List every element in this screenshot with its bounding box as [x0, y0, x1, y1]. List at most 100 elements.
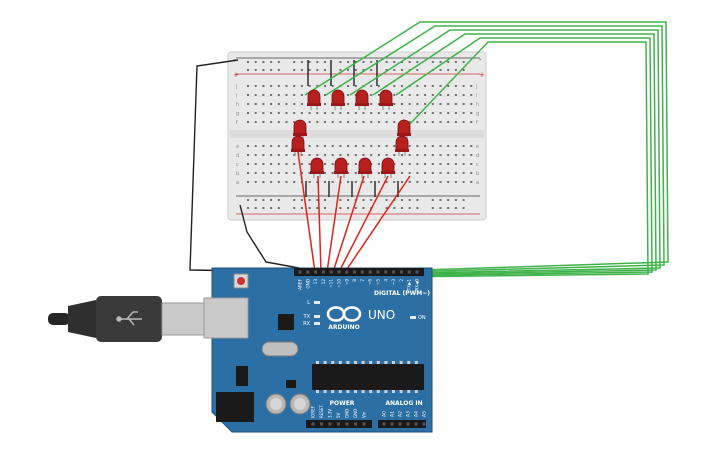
rail-hole[interactable]	[362, 199, 365, 201]
terminal-hole[interactable]	[454, 145, 457, 147]
digital-pin-socket[interactable]	[306, 270, 310, 274]
rail-hole[interactable]	[385, 69, 388, 71]
terminal-hole[interactable]	[439, 121, 442, 123]
rail-hole[interactable]	[431, 199, 434, 201]
terminal-hole[interactable]	[254, 181, 257, 183]
terminal-hole[interactable]	[362, 145, 365, 147]
digital-pin-socket[interactable]	[415, 270, 419, 274]
terminal-hole[interactable]	[424, 112, 427, 114]
terminal-hole[interactable]	[285, 163, 288, 165]
analog-pin-socket[interactable]	[422, 422, 426, 426]
terminal-hole[interactable]	[439, 85, 442, 87]
terminal-hole[interactable]	[431, 145, 434, 147]
terminal-hole[interactable]	[462, 94, 465, 96]
terminal-hole[interactable]	[370, 112, 373, 114]
terminal-hole[interactable]	[262, 181, 265, 183]
terminal-hole[interactable]	[354, 121, 357, 123]
rail-hole[interactable]	[454, 199, 457, 201]
digital-pin-sockets[interactable]	[298, 270, 419, 274]
terminal-hole[interactable]	[416, 112, 419, 114]
rail-hole[interactable]	[254, 61, 257, 63]
power-pin-socket[interactable]	[362, 422, 366, 426]
terminal-hole[interactable]	[293, 94, 296, 96]
analog-pin-header[interactable]	[378, 420, 426, 428]
terminal-hole[interactable]	[247, 145, 249, 147]
terminal-hole[interactable]	[339, 121, 342, 123]
terminal-hole[interactable]	[300, 154, 303, 156]
rail-hole[interactable]	[316, 69, 319, 71]
terminal-hole[interactable]	[262, 103, 265, 105]
terminal-hole[interactable]	[308, 121, 311, 123]
terminal-hole[interactable]	[439, 163, 442, 165]
terminal-hole[interactable]	[354, 181, 357, 183]
terminal-hole[interactable]	[377, 94, 380, 96]
terminal-hole[interactable]	[316, 112, 319, 114]
terminal-hole[interactable]	[401, 172, 403, 174]
rail-hole[interactable]	[393, 61, 396, 63]
terminal-hole[interactable]	[324, 103, 326, 105]
rail-hole[interactable]	[254, 199, 257, 201]
terminal-hole[interactable]	[270, 154, 273, 156]
rail-hole[interactable]	[339, 207, 342, 209]
terminal-hole[interactable]	[454, 154, 457, 156]
terminal-hole[interactable]	[424, 172, 427, 174]
rail-hole[interactable]	[347, 207, 350, 209]
rail-hole[interactable]	[270, 207, 273, 209]
terminal-hole[interactable]	[339, 154, 342, 156]
rail-hole[interactable]	[293, 207, 296, 209]
terminal-hole[interactable]	[370, 145, 373, 147]
terminal-hole[interactable]	[347, 85, 350, 87]
terminal-hole[interactable]	[270, 163, 273, 165]
red-led[interactable]	[395, 135, 409, 156]
terminal-hole[interactable]	[447, 172, 450, 174]
signal-wires-red[interactable]	[297, 151, 411, 273]
terminal-hole[interactable]	[308, 163, 311, 165]
rail-hole[interactable]	[401, 207, 403, 209]
digital-pin-socket[interactable]	[384, 270, 388, 274]
terminal-hole[interactable]	[247, 172, 249, 174]
terminal-hole[interactable]	[285, 85, 288, 87]
terminal-hole[interactable]	[316, 121, 319, 123]
terminal-hole[interactable]	[439, 154, 442, 156]
rail-hole[interactable]	[447, 61, 450, 63]
terminal-hole[interactable]	[401, 154, 403, 156]
terminal-hole[interactable]	[254, 163, 257, 165]
terminal-hole[interactable]	[370, 121, 373, 123]
terminal-hole[interactable]	[393, 94, 396, 96]
terminal-hole[interactable]	[308, 145, 311, 147]
reset-button-cap[interactable]	[237, 277, 245, 285]
terminal-hole[interactable]	[347, 112, 350, 114]
red-wire[interactable]	[338, 175, 389, 273]
rail-hole[interactable]	[347, 61, 350, 63]
terminal-hole[interactable]	[370, 85, 373, 87]
terminal-hole[interactable]	[454, 181, 457, 183]
terminal-hole[interactable]	[470, 112, 473, 114]
ground-wire[interactable]	[239, 204, 311, 271]
terminal-hole[interactable]	[270, 172, 273, 174]
terminal-hole[interactable]	[324, 181, 326, 183]
terminal-hole[interactable]	[331, 181, 334, 183]
rail-hole[interactable]	[247, 207, 249, 209]
terminal-hole[interactable]	[262, 172, 265, 174]
terminal-hole[interactable]	[308, 172, 311, 174]
rail-hole[interactable]	[347, 69, 350, 71]
terminal-hole[interactable]	[439, 181, 442, 183]
terminal-hole[interactable]	[401, 94, 403, 96]
terminal-hole[interactable]	[354, 154, 357, 156]
terminal-hole[interactable]	[447, 85, 450, 87]
rail-hole[interactable]	[262, 69, 265, 71]
power-pin-socket[interactable]	[311, 422, 315, 426]
digital-pin-socket[interactable]	[298, 270, 302, 274]
terminal-hole[interactable]	[254, 145, 257, 147]
terminal-hole[interactable]	[431, 154, 434, 156]
usb-cable[interactable]	[48, 296, 205, 342]
red-led[interactable]	[310, 157, 324, 178]
terminal-hole[interactable]	[431, 94, 434, 96]
terminal-hole[interactable]	[447, 181, 450, 183]
red-led[interactable]	[334, 157, 348, 178]
bottom-pin-sockets[interactable]	[311, 422, 426, 426]
terminal-hole[interactable]	[377, 85, 380, 87]
terminal-hole[interactable]	[347, 163, 350, 165]
terminal-hole[interactable]	[416, 103, 419, 105]
terminal-hole[interactable]	[370, 154, 373, 156]
